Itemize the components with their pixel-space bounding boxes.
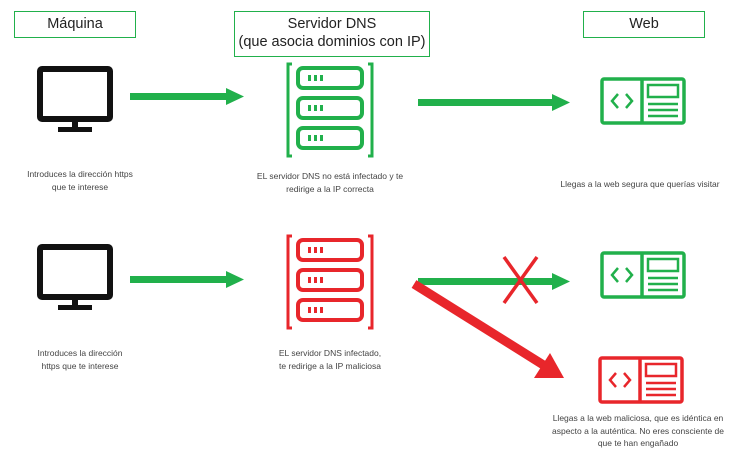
header-web: Web [583,11,705,38]
caption-line: Introduces la dirección [37,348,123,358]
arrow-dns-to-web-blocked [418,273,570,290]
caption-line: Llegas a la web maliciosa, que es idénti… [552,413,724,423]
caption-safe-server: EL servidor DNS no está infectado y te r… [240,170,420,195]
caption-line: EL servidor DNS no está infectado y te [256,171,404,181]
caption-line: Introduces la dirección https [27,169,133,179]
header-maquina: Máquina [14,11,136,38]
header-web-label: Web [629,16,659,32]
server-icon [286,234,374,330]
caption-malicious-web: Llegas a la web maliciosa, que es idénti… [538,412,738,450]
caption-line: que te han engañado [597,438,679,448]
arrow-machine-to-dns-safe [130,88,244,105]
caption-malicious-machine: Introduces la dirección https que te int… [15,347,145,372]
server-icon [286,62,374,158]
monitor-icon [40,69,110,132]
header-servidor-line2: (que asocia dominios con IP) [238,34,426,50]
web-page-icon [600,251,686,299]
caption-line: Llegas a la web segura que querías visit… [560,179,720,189]
caption-line: aspecto a la auténtica. No eres conscien… [552,425,724,436]
cross-icon [502,255,539,305]
caption-safe-web: Llegas a la web segura que querías visit… [540,178,740,191]
caption-line: EL servidor DNS infectado, [278,348,382,358]
arrow-dns-to-web-safe [418,94,570,111]
caption-line: https que te interese [41,360,119,371]
header-servidor-dns: Servidor DNS (que asocia dominios con IP… [234,11,430,57]
caption-line: que te interese [51,181,109,192]
arrow-dns-to-malicious-web [411,280,564,378]
header-servidor-line1: Servidor DNS [287,16,377,32]
caption-line: redirige a la IP correcta [286,183,374,194]
arrow-machine-to-dns-malicious [130,271,244,288]
monitor-icon [40,247,110,310]
caption-line: te redirige a la IP maliciosa [279,360,381,371]
caption-malicious-server: EL servidor DNS infectado, te redirige a… [255,347,405,372]
header-maquina-label: Máquina [47,16,103,32]
caption-safe-machine: Introduces la dirección https que te int… [10,168,150,193]
web-page-icon [598,356,684,404]
web-page-icon [600,77,686,125]
